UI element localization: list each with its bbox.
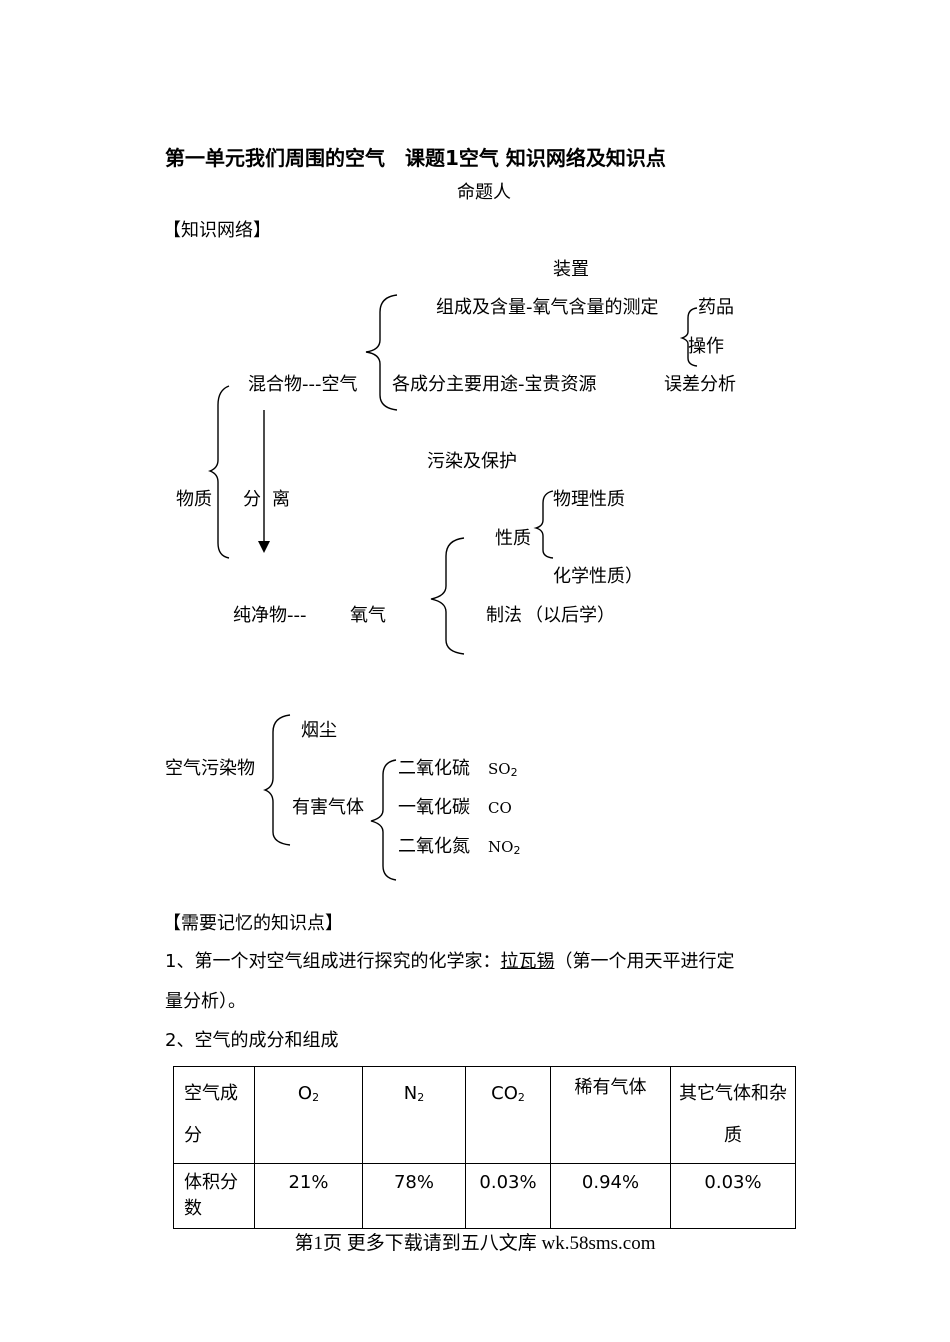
header-cell: 空气成分 <box>173 1066 255 1164</box>
point-1: 1、第一个对空气组成进行探究的化学家：拉瓦锡（第一个用天平进行定 <box>165 951 734 973</box>
gas-name: 一氧化碳 <box>398 797 470 818</box>
row-cell: 0.94% <box>550 1163 671 1229</box>
node-operation: 操作 <box>688 336 724 357</box>
point-1-prefix: 1、第一个对空气组成进行探究的化学家： <box>165 951 501 972</box>
header-cell: O2 <box>254 1066 363 1164</box>
header-cell: 稀有气体 <box>550 1066 671 1164</box>
node-mixture: 混合物---空气 <box>248 374 358 395</box>
node-apparatus: 装置 <box>553 259 589 280</box>
node-properties: 性质 <box>495 528 531 549</box>
node-pure: 纯净物--- <box>233 605 307 626</box>
header-cell: 其它气体和杂质 <box>670 1066 796 1164</box>
table-header-row: 空气成分 O2 N2 CO2 稀有气体 其它气体和杂质 <box>173 1066 796 1164</box>
gas-item: 二氧化硫 SO2 <box>398 758 518 784</box>
node-chemical: 化学性质） <box>553 566 643 587</box>
header-cell: CO2 <box>465 1066 551 1164</box>
node-reagents: 药品 <box>698 297 734 318</box>
gas-item: 一氧化碳 CO <box>398 797 512 819</box>
brace-gases <box>370 759 397 881</box>
row-cell: 0.03% <box>670 1163 796 1229</box>
node-preparation: 制法 <box>486 605 522 626</box>
page-title: 第一单元我们周围的空气 课题1空气 知识网络及知识点 <box>165 146 666 170</box>
chemist-name: 拉瓦锡 <box>500 951 555 972</box>
point-1-line2: 量分析）。 <box>165 991 246 1012</box>
gas-formula: SO <box>488 760 511 778</box>
gas-formula: CO <box>488 799 512 817</box>
pollutant-dust: 烟尘 <box>301 720 337 741</box>
point-1-suffix: （第一个用天平进行定 <box>554 951 735 972</box>
gas-formula-sub: 2 <box>513 844 521 857</box>
brace-oxygen <box>430 537 465 655</box>
arrow-head <box>258 541 270 553</box>
air-composition-table: 空气成分 O2 N2 CO2 稀有气体 其它气体和杂质 体积分数 21% 78%… <box>173 1066 796 1229</box>
gas-formula: NO <box>488 838 514 856</box>
pollutant-harmful: 有害气体 <box>292 797 364 818</box>
node-pollution: 污染及保护 <box>427 451 517 472</box>
row-cell: 0.03% <box>465 1163 551 1229</box>
gas-item: 二氧化氮 NO2 <box>398 836 520 862</box>
author-label: 命题人 <box>457 182 511 203</box>
node-error: 误差分析 <box>664 374 736 395</box>
pollutant-root: 空气污染物 <box>165 758 255 779</box>
label-separate-1: 分 <box>243 489 261 510</box>
brace-measure <box>679 307 698 367</box>
node-composition: 组成及含量-氧气含量的测定 <box>436 297 659 318</box>
table-row: 体积分数 21% 78% 0.03% 0.94% 0.03% <box>173 1163 796 1229</box>
section-heading-points: 【需要记忆的知识点】 <box>163 913 343 934</box>
brace-air <box>365 294 398 411</box>
row-cell: 21% <box>254 1163 363 1229</box>
gas-name: 二氧化硫 <box>398 758 470 779</box>
node-later: （以后学） <box>525 605 615 626</box>
section-heading-network: 【知识网络】 <box>163 220 271 241</box>
row-cell: 78% <box>362 1163 466 1229</box>
brace-matter <box>208 385 230 559</box>
node-physical: 物理性质 <box>553 489 625 510</box>
node-oxygen: 氧气 <box>350 605 386 626</box>
label-separate-2: 离 <box>272 489 290 510</box>
gas-name: 二氧化氮 <box>398 836 470 857</box>
brace-pollutants <box>263 714 291 846</box>
point-2: 2、空气的成分和组成 <box>165 1030 339 1051</box>
node-uses: 各成分主要用途-宝贵资源 <box>392 374 597 395</box>
node-matter: 物质 <box>176 489 212 510</box>
page-footer: 第1页 更多下载请到五八文库 wk.58sms.com <box>294 1233 656 1254</box>
header-cell: N2 <box>362 1066 466 1164</box>
brace-properties <box>533 490 554 559</box>
row-cell: 体积分数 <box>173 1163 255 1229</box>
gas-formula-sub: 2 <box>510 766 518 779</box>
